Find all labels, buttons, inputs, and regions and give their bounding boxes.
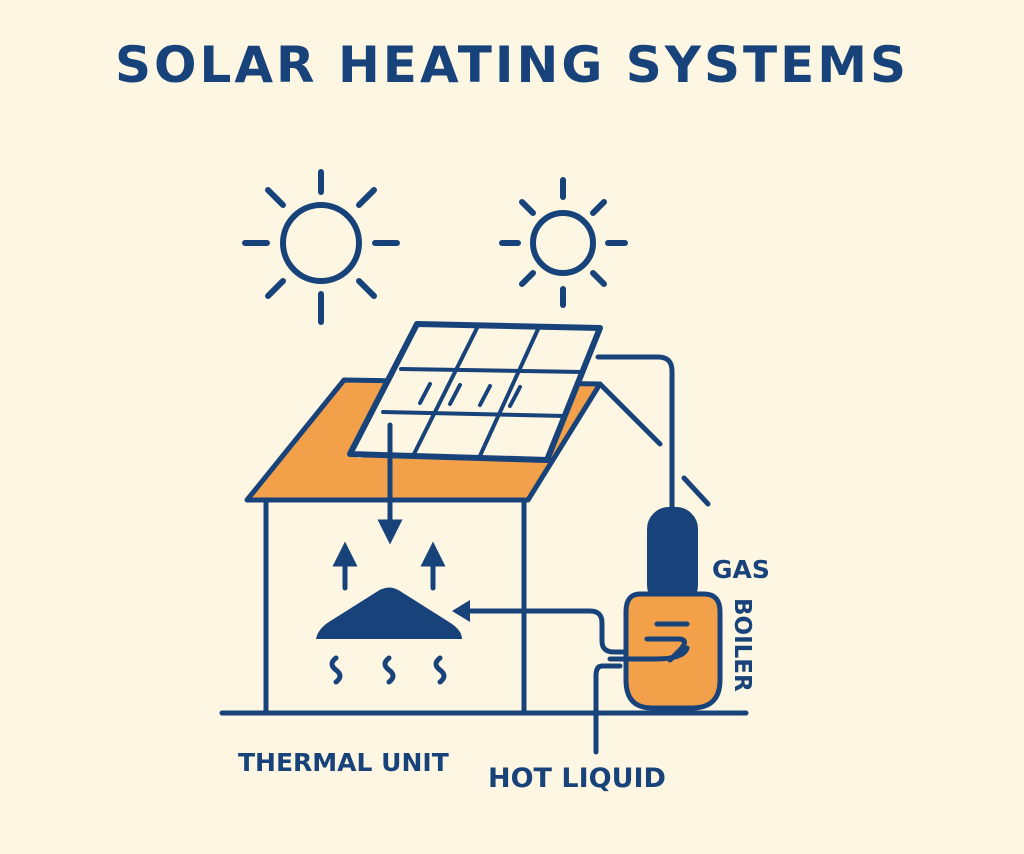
- gas-label: GAS: [712, 555, 770, 584]
- sun-icon-left: [242, 169, 400, 325]
- page-title: SOLAR HEATING SYSTEMS: [114, 36, 910, 94]
- thermal-unit-label: THERMAL UNIT: [238, 748, 449, 777]
- thermal-unit-icon: [316, 587, 462, 639]
- solar-panel: [347, 321, 603, 463]
- arrow-left-icon: [452, 600, 470, 622]
- hot-liquid-label: HOT LIQUID: [488, 763, 666, 794]
- hot-liquid-pipe: [593, 663, 623, 755]
- gas-boiler: [607, 507, 723, 711]
- heat-flow-arrow-icon: [465, 608, 640, 655]
- sun-icon-right: [499, 177, 628, 308]
- supply-pipe: [595, 354, 675, 515]
- house-walls: [263, 497, 527, 715]
- boiler-label: BOILER: [729, 598, 755, 692]
- heat-waves-icon: [329, 655, 447, 685]
